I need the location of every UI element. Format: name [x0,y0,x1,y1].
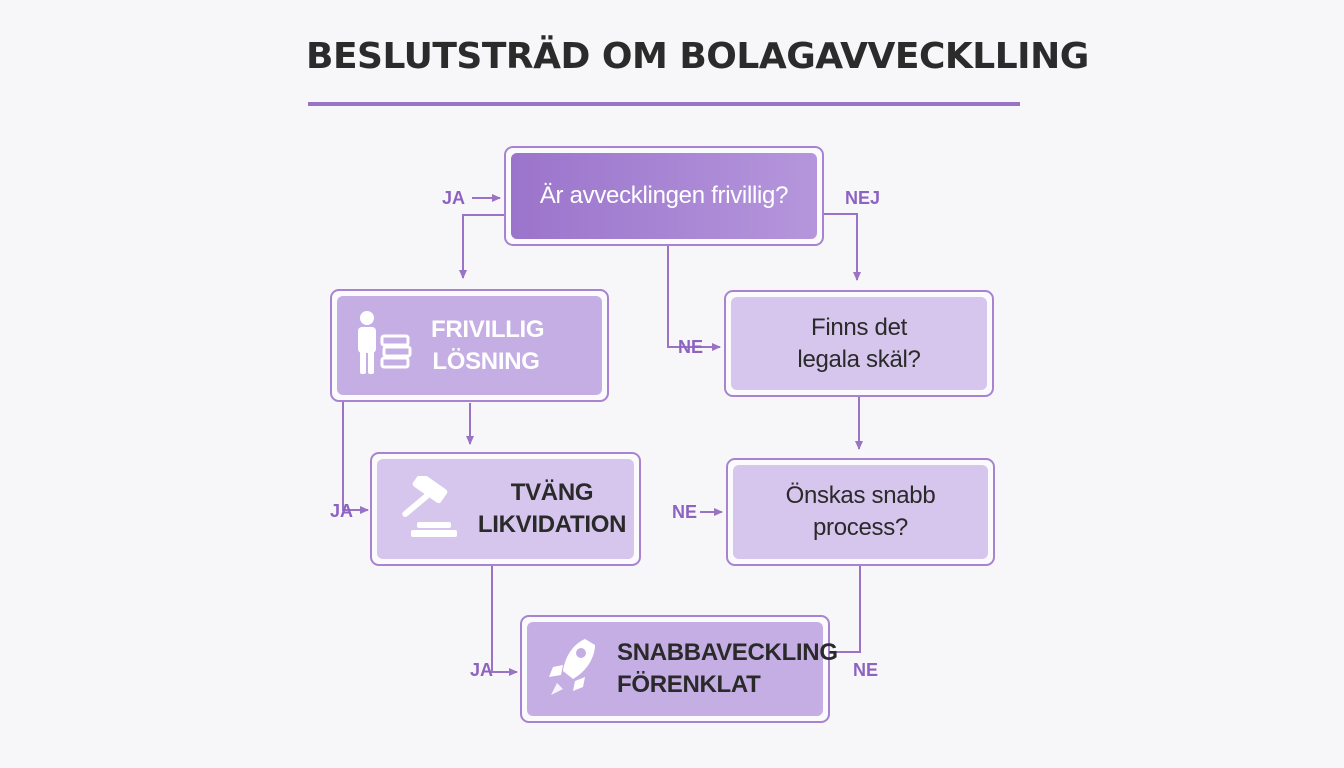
node-fast-track-label: SNABBAVECKLING FÖRENKLAT [617,639,838,698]
connector-ja-to-tvang [342,401,369,514]
title-underline [308,102,1020,106]
page-title: BESLUTSTRÄD OM BOLAGAVVECKLLING [306,36,1089,77]
node-fast-process: Önskas snabb process? [726,458,995,566]
edge-label-ne-legal: NE [678,337,704,357]
connector-fast-to-snabb [830,566,861,653]
person-documents-icon [355,310,413,381]
node-legal-reasons-label: Finns det legala skäl? [797,313,921,373]
gavel-icon [395,472,459,543]
node-voluntary-solution-label: FRIVILLIG LÖSNING [431,315,545,375]
connector-question-to-legal-ne [667,246,721,351]
node-question-voluntary-label: Är avvecklingen frivillig? [539,182,789,209]
connector-question-to-frivillig [459,214,505,279]
edge-label-ja-snabb: JA [470,660,494,680]
edge-label-ja-forced: JA [330,501,354,521]
edge-label-ja-top: JA [442,188,466,208]
node-voluntary-solution: FRIVILLIG LÖSNING [330,289,609,402]
node-fast-process-label: Önskas snabb process? [785,482,936,541]
edge-label-ne-snabb: NE [853,660,879,680]
node-question-voluntary: Är avvecklingen frivillig? [504,146,824,246]
node-fast-track: SNABBAVECKLING FÖRENKLAT [520,615,838,723]
node-forced-liquidation-label: TVÄNG LIKVIDATION [477,479,627,538]
connector-tvang-to-snabb [491,566,518,676]
connector-question-to-legal [823,213,861,281]
node-legal-reasons: Finns det legala skäl? [724,290,994,397]
edge-label-nej-top: NEJ [845,188,881,208]
rocket-icon [545,635,599,704]
edge-label-ne-fast: NE [672,502,698,522]
node-forced-liquidation: TVÄNG LIKVIDATION [370,452,641,566]
